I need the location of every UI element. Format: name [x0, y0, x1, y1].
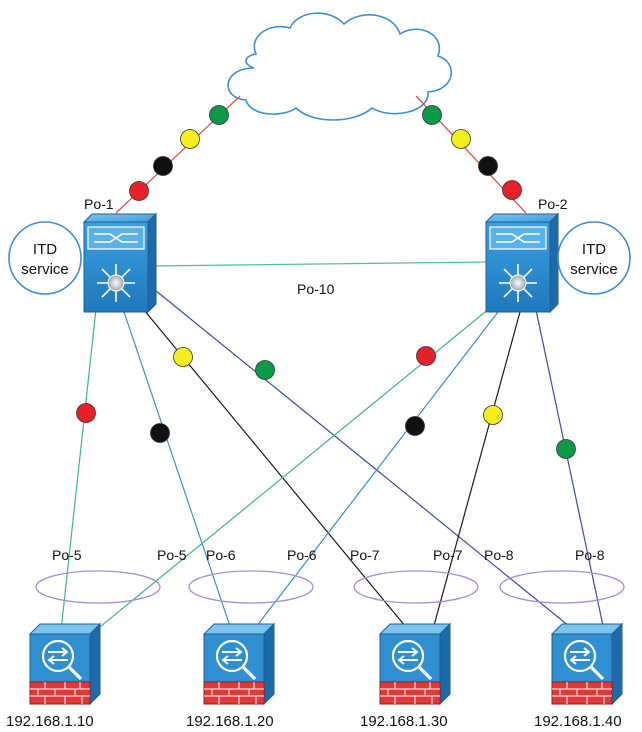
- itd-service-right-line1: ITD: [582, 241, 606, 258]
- traffic-dot-black: [478, 156, 498, 176]
- portchannel-ellipse-po7: [353, 570, 479, 604]
- nexus-switch-icon: [82, 212, 158, 314]
- traffic-dot-red: [129, 181, 149, 201]
- link-right-po6: [245, 311, 499, 641]
- itd-service-right: ITD service: [557, 221, 631, 295]
- firewall-4-port-label-b: Po-8: [575, 547, 605, 563]
- firewall-icon: [202, 622, 276, 706]
- firewall-3-port-label-a: Po-7: [350, 547, 380, 563]
- firewall-1-port-label-b: Po-5: [157, 547, 187, 563]
- traffic-dot-yellow: [180, 129, 200, 149]
- traffic-dot-black: [150, 423, 170, 443]
- firewall-1-ip: 192.168.1.10: [6, 713, 94, 730]
- interconnect-label: Po-10: [297, 281, 335, 297]
- cloud-icon: [227, 12, 453, 121]
- firewall-2-ip: 192.168.1.20: [186, 713, 274, 730]
- traffic-dot-black: [153, 156, 173, 176]
- traffic-dot-red: [502, 180, 522, 200]
- firewall-3-ip: 192.168.1.30: [360, 713, 448, 730]
- traffic-dot-red: [76, 403, 96, 423]
- firewall-2: [202, 622, 276, 706]
- firewall-1: [28, 622, 102, 706]
- interconnect-link: [149, 261, 487, 267]
- itd-service-left: ITD service: [8, 221, 82, 295]
- firewall-4-ip: 192.168.1.40: [534, 713, 622, 730]
- switch-right-port-label: Po-2: [538, 196, 568, 212]
- itd-service-left-line1: ITD: [33, 241, 57, 258]
- firewall-3-port-label-b: Po-7: [433, 547, 463, 563]
- link-left-po6: [119, 299, 237, 645]
- portchannel-ellipse-po8: [499, 570, 625, 604]
- firewall-icon: [550, 622, 624, 706]
- firewall-4: [550, 622, 624, 706]
- traffic-dot-green: [422, 105, 442, 125]
- link-left-po7: [143, 309, 421, 645]
- itd-service-right-line2: service: [570, 261, 618, 278]
- traffic-dot-yellow: [483, 405, 503, 425]
- traffic-dot-yellow: [451, 129, 471, 149]
- traffic-dot-green: [255, 360, 275, 380]
- traffic-dot-red: [416, 346, 436, 366]
- traffic-dot-green: [209, 105, 229, 125]
- traffic-dot-yellow: [173, 347, 193, 367]
- firewall-3: [378, 622, 452, 706]
- firewall-icon: [28, 622, 102, 706]
- link-right-po8: [535, 309, 607, 641]
- switch-left-port-label: Po-1: [84, 196, 114, 212]
- firewall-2-port-label-a: Po-6: [206, 547, 236, 563]
- link-right-po7: [429, 311, 521, 641]
- portchannel-ellipse-po6: [188, 570, 314, 604]
- firewall-4-port-label-a: Po-8: [484, 547, 514, 563]
- traffic-dot-black: [405, 416, 425, 436]
- firewall-2-port-label-b: Po-6: [287, 547, 317, 563]
- itd-service-left-line2: service: [21, 261, 69, 278]
- portchannel-ellipse-po5: [35, 570, 161, 604]
- firewall-icon: [378, 622, 452, 706]
- link-left-po5: [59, 299, 98, 641]
- traffic-dot-green: [556, 439, 576, 459]
- firewall-1-port-label-a: Po-5: [52, 547, 82, 563]
- link-left-po8: [149, 285, 597, 649]
- nexus-switch-icon: [484, 212, 560, 314]
